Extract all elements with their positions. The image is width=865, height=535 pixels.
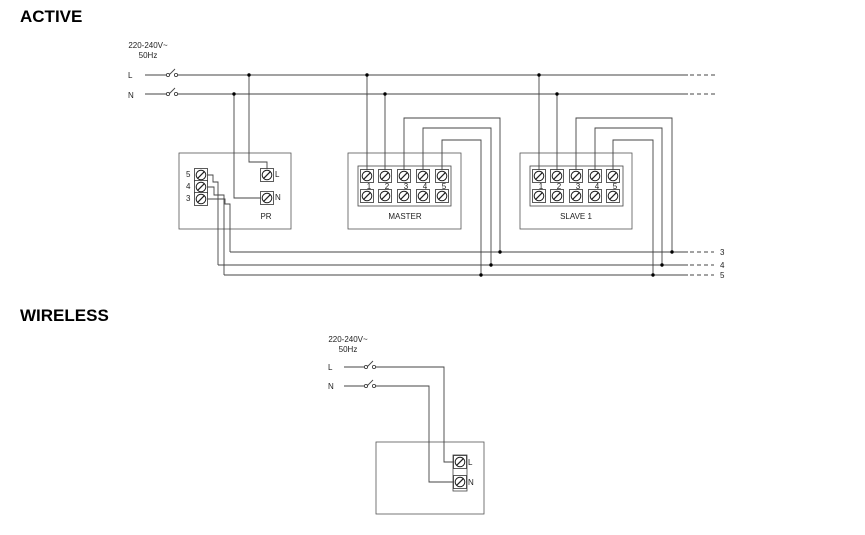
pr-label: PR [260,212,271,221]
wireless-title: WIRELESS [20,306,109,325]
slave-wiring [538,75,673,275]
bus-lines [218,251,714,276]
pr-wiring [207,75,268,275]
wireless-wiring [376,366,454,483]
active-neutral-label: N [128,91,134,100]
pr-terminal-l: L [275,170,280,179]
bus-label-5: 5 [720,271,725,280]
slave-terminal-4: 4 [595,182,600,191]
wireless-terminal-n: N [468,478,474,487]
active-line-label: L [128,71,133,80]
wireless-device [375,441,485,515]
master-label: MASTER [388,212,422,221]
active-supply-switch [145,68,178,97]
master-terminal-4: 4 [423,182,428,191]
pr-terminal-4: 4 [186,182,191,191]
master-terminal-3: 3 [404,182,409,191]
active-title: ACTIVE [20,7,83,26]
pr-terminal-3: 3 [186,194,191,203]
pr-terminal-n: N [275,193,281,202]
wireless-supply-switch [344,360,376,388]
slave-label: SLAVE 1 [560,212,592,221]
slave-terminal-5: 5 [613,182,618,191]
wireless-neutral-label: N [328,382,334,391]
wireless-terminal-l: L [468,458,473,467]
wireless-frequency-label: 50Hz [339,345,358,354]
bus-label-4: 4 [720,261,725,270]
active-supply-lines [178,74,718,95]
pr-terminal-5: 5 [186,170,191,179]
master-terminal-1: 1 [367,182,372,191]
junction-dots [232,73,674,277]
bus-label-3: 3 [720,248,725,257]
wireless-voltage-label: 220-240V~ [328,335,368,344]
master-terminal-5: 5 [442,182,447,191]
active-voltage-label: 220-240V~ [128,41,168,50]
active-frequency-label: 50Hz [139,51,158,60]
pr-unit [178,152,292,230]
slave-terminal-3: 3 [576,182,581,191]
slave-terminal-2: 2 [557,182,562,191]
wireless-line-label: L [328,363,333,372]
master-terminal-2: 2 [385,182,390,191]
master-wiring [366,75,501,275]
slave-terminal-1: 1 [539,182,544,191]
